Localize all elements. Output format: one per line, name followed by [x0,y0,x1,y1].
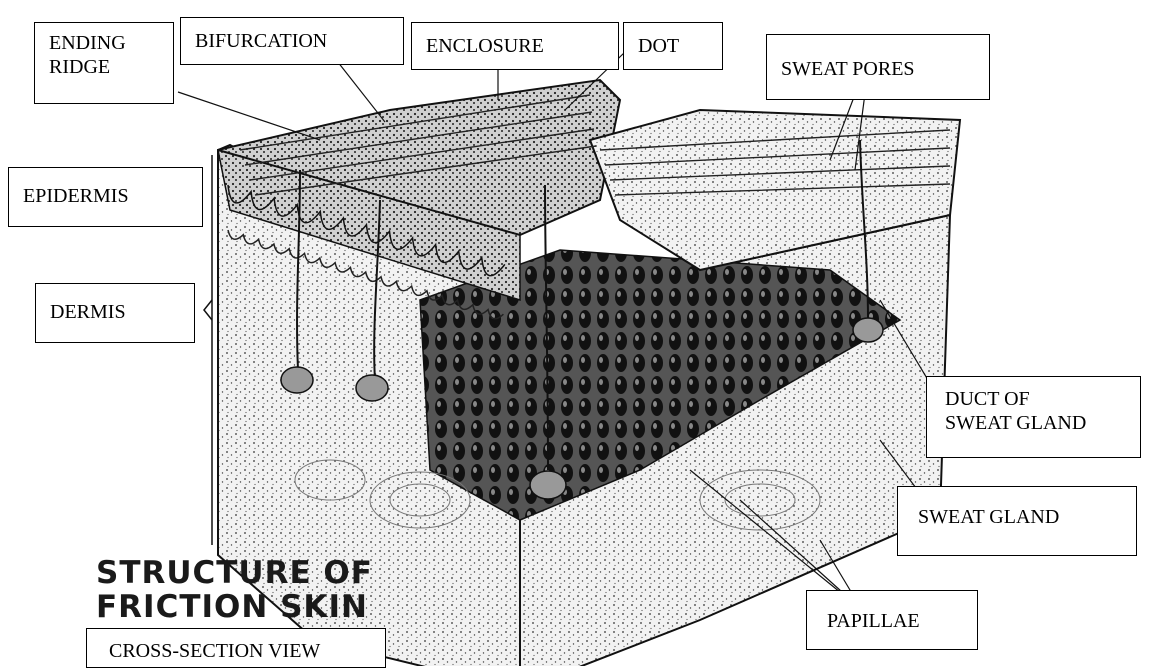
label-duct-line2: SWEAT GLAND [945,411,1126,435]
bracket-notch [204,300,212,320]
label-sweat-pores: SWEAT PORES [766,34,990,100]
label-epidermis: EPIDERMIS [8,167,203,227]
label-enclosure: ENCLOSURE [411,22,619,70]
label-duct-of-sweat-gland: DUCT OF SWEAT GLAND [926,376,1141,458]
label-sweat-gland: SWEAT GLAND [897,486,1137,556]
title-line2: FRICTION SKIN [96,590,396,624]
diagram-title: STRUCTURE OF FRICTION SKIN [96,556,396,624]
label-dot: DOT [623,22,723,70]
label-ending-ridge: ENDING RIDGE [34,22,174,104]
label-bifurcation: BIFURCATION [180,17,404,65]
title-line1: STRUCTURE OF [96,556,396,590]
label-ending-ridge-line1: ENDING [49,31,159,55]
label-papillae: PAPILLAE [806,590,978,650]
label-ending-ridge-line2: RIDGE [49,55,159,79]
label-cross-section-view: CROSS-SECTION VIEW [86,628,386,668]
label-duct-line1: DUCT OF [945,387,1126,411]
label-dermis: DERMIS [35,283,195,343]
